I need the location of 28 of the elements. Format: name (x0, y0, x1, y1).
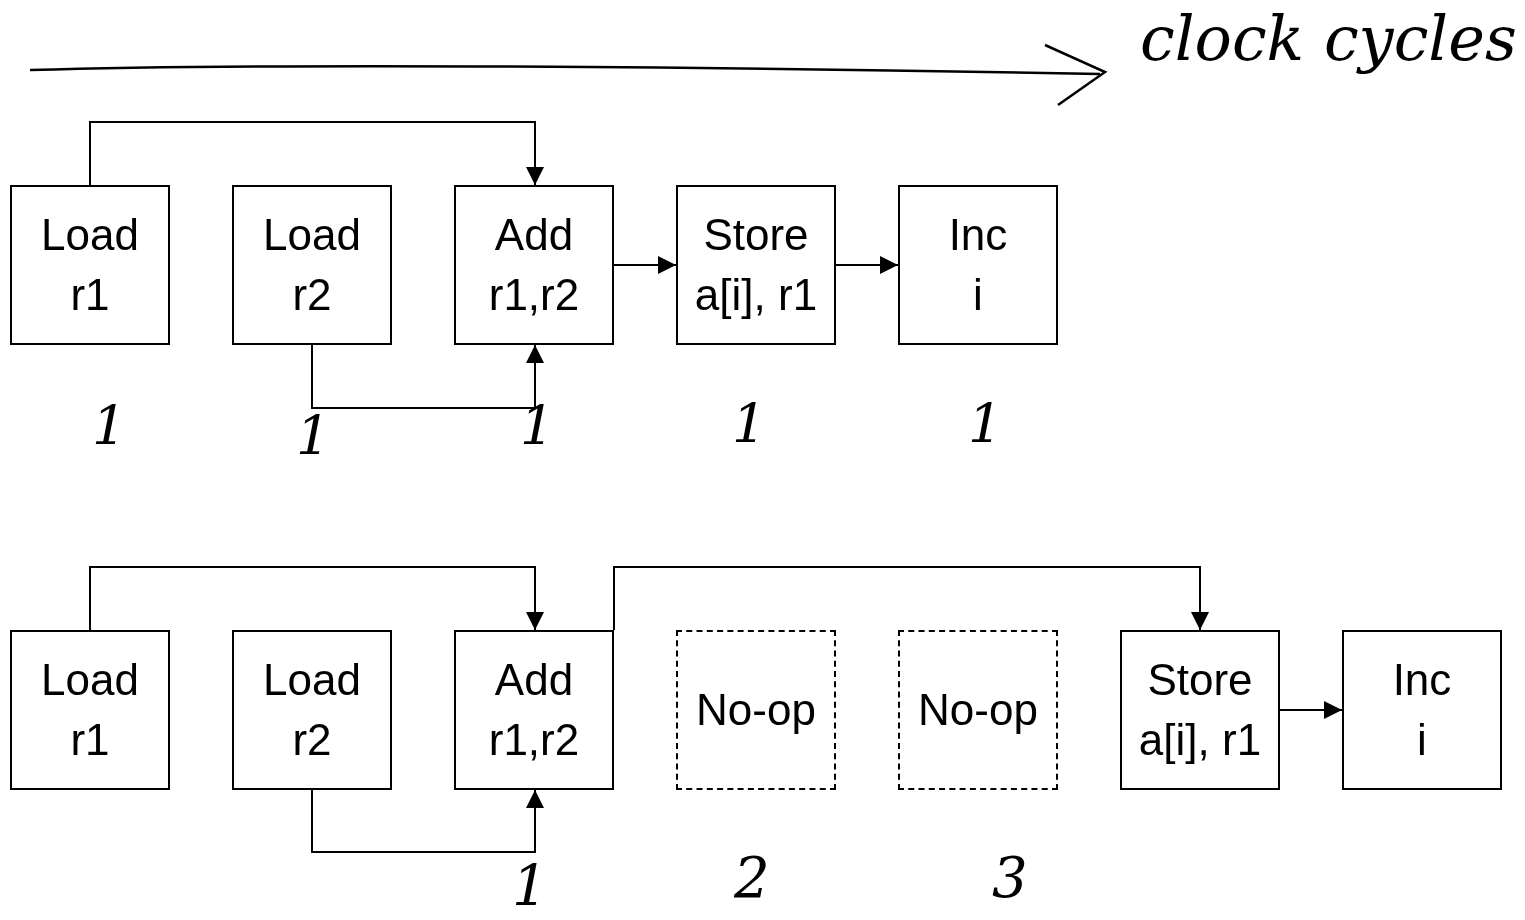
instruction-box: Inc i (1342, 630, 1502, 790)
arrow (89, 566, 544, 631)
instruction-box: Store a[i], r1 (1120, 630, 1280, 790)
arrow (835, 256, 899, 274)
instruction-box: Add r1,r2 (454, 185, 614, 345)
instruction-box: Load r2 (232, 185, 392, 345)
cycle-count: 1 (968, 398, 1003, 452)
arrow (311, 789, 544, 853)
cycle-count: 1 (296, 410, 331, 464)
arrow (613, 256, 677, 274)
cycle-count: 1 (92, 400, 127, 454)
cycle-count: 1 (512, 858, 548, 914)
instruction-box: Add r1,r2 (454, 630, 614, 790)
instruction-box: Inc i (898, 185, 1058, 345)
instruction-box: Store a[i], r1 (676, 185, 836, 345)
cycle-count: 3 (992, 850, 1028, 906)
instruction-box: Load r2 (232, 630, 392, 790)
arrow (89, 121, 544, 186)
arrow (613, 566, 1209, 631)
instruction-box: Load r1 (10, 630, 170, 790)
placeholder-box: No-op (898, 630, 1058, 790)
cycle-count: 2 (734, 850, 770, 906)
placeholder-box: No-op (676, 630, 836, 790)
arrow (311, 344, 544, 409)
instruction-box: Load r1 (10, 185, 170, 345)
cycle-count: 1 (732, 398, 767, 452)
arrow (1279, 701, 1343, 719)
cycle-count: 1 (520, 400, 555, 454)
